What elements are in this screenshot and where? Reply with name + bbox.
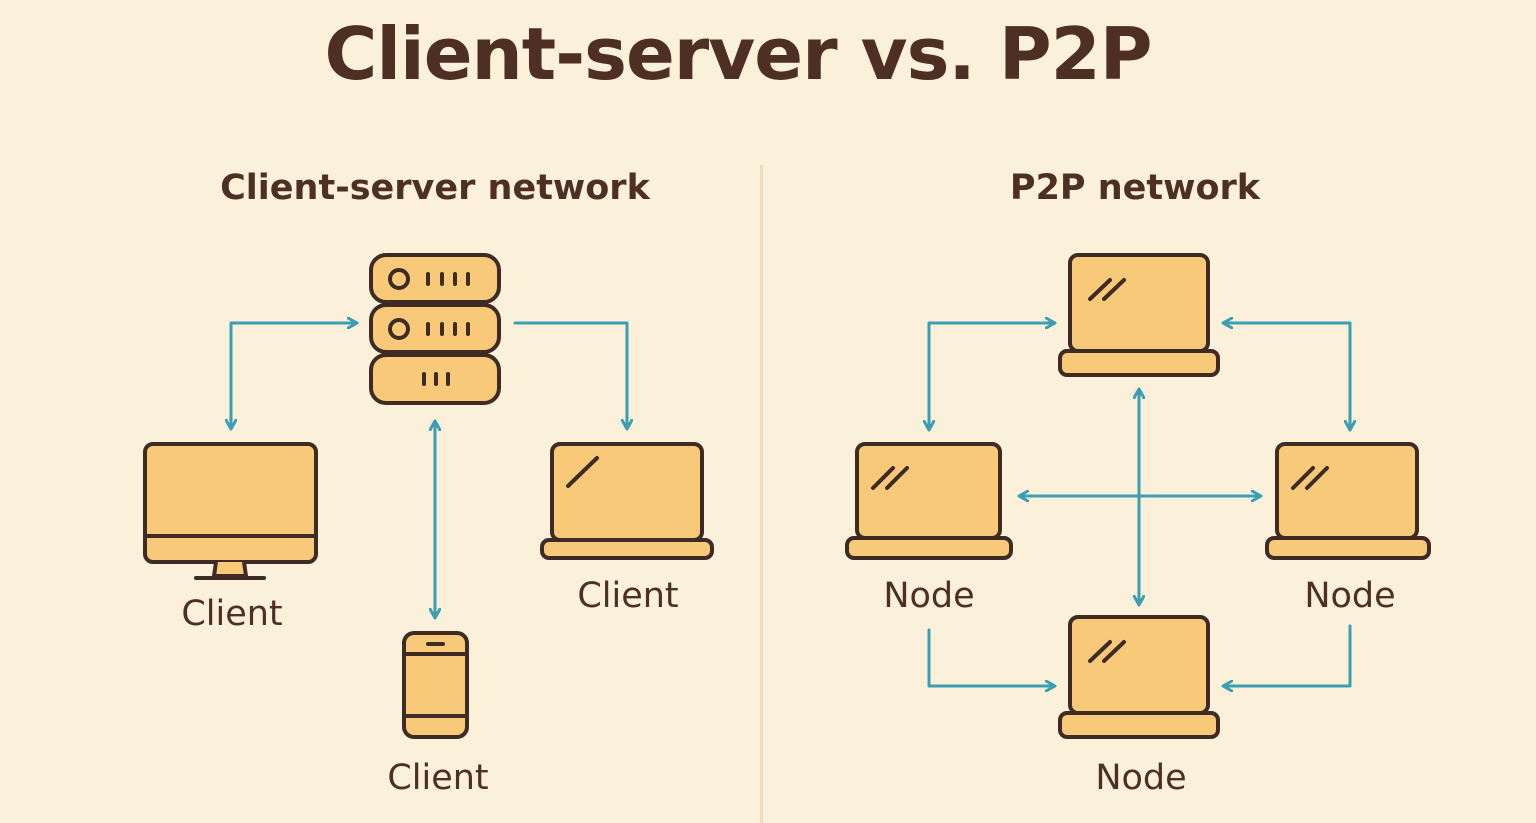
server-icon [369, 253, 501, 405]
p2p-bottom-node-icon [1058, 615, 1220, 739]
arrow-left-bottom [927, 628, 1054, 686]
p2p-heading: P2P network [1009, 168, 1261, 208]
p2p-bottom-node-label: Node [1095, 758, 1187, 798]
arrow-top-right [1224, 323, 1350, 429]
desktop-client-icon [143, 442, 318, 580]
p2p-arrows [929, 323, 1350, 686]
p2p-right-node-icon [1265, 442, 1431, 560]
phone-client-icon [402, 631, 469, 739]
laptop-client-icon [540, 442, 714, 560]
arrow-top-left [929, 323, 1054, 429]
phone-client-label: Client [387, 758, 489, 798]
arrow-server-laptop [513, 321, 627, 428]
laptop-client-label: Client [577, 576, 679, 616]
p2p-left-node-icon [845, 442, 1013, 560]
client-server-heading: Client-server network [220, 168, 650, 208]
arrow-server-desktop [231, 323, 356, 428]
desktop-client-label: Client [181, 594, 283, 634]
p2p-top-node-icon [1058, 253, 1220, 377]
p2p-right-node-label: Node [1304, 576, 1396, 616]
p2p-left-node-label: Node [883, 576, 975, 616]
client-server-arrows [231, 323, 627, 617]
page-title: Client-server vs. P2P [324, 12, 1153, 96]
section-divider [760, 165, 763, 823]
arrow-right-bottom [1224, 624, 1352, 686]
